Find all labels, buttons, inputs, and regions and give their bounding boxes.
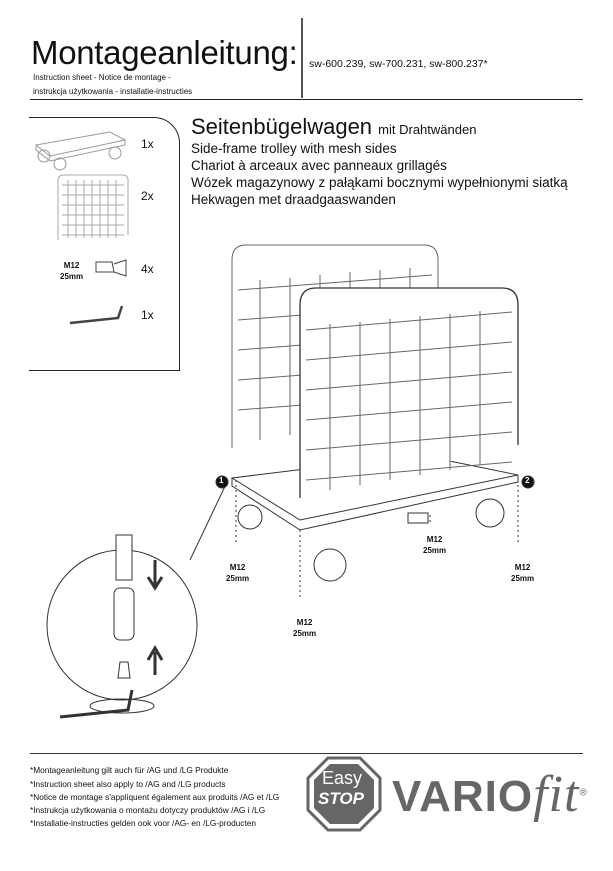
- easystop-logo-text: Easy: [322, 768, 363, 788]
- qty-screw: 4x: [141, 262, 154, 276]
- footnote-pl: *Instrukcja użytkowania o montażu dotycz…: [30, 805, 266, 815]
- title-en: Side-frame trolley with mesh sides: [191, 141, 397, 156]
- qty-mesh: 2x: [141, 189, 154, 203]
- allen-key-drawing: [69, 305, 124, 325]
- guide-lines: [235, 480, 519, 600]
- model-numbers: sw-600.239, sw-700.231, sw-800.237*: [309, 58, 488, 70]
- subtitle-line-2: instrukcja użytkowania - installatie-ins…: [33, 87, 193, 96]
- footnote-de: *Montageanleitung gilt auch für /AG und …: [30, 765, 229, 775]
- title-nl: Hekwagen met draadgaaswanden: [191, 192, 396, 207]
- divider: [30, 753, 583, 755]
- assembly-diagram: [46, 244, 535, 719]
- subtitle-line-1: Instruction sheet - Notice de montage -: [33, 73, 171, 82]
- trolley-base-drawing: [34, 131, 127, 171]
- qty-key: 1x: [141, 308, 154, 322]
- step-1-label: 1: [219, 476, 224, 485]
- variofit-logo: VARIOfit®: [392, 766, 588, 823]
- screw-drawing: [95, 259, 127, 277]
- parts-list: [29, 117, 180, 371]
- parts-drawings: [34, 131, 129, 325]
- front-mesh: [299, 287, 519, 498]
- qty-base: 1x: [141, 137, 154, 151]
- footnote-nl: *Installatie-instructies gelden ook voor…: [30, 818, 256, 828]
- product-translations: Side-frame trolley with mesh sides Chari…: [191, 140, 568, 208]
- page-title: Montageanleitung:: [31, 34, 298, 71]
- step-2-marker: [521, 475, 535, 489]
- divider: [301, 18, 303, 98]
- casters: [237, 498, 505, 582]
- footnote-en: *Instruction sheet also apply to /AG and…: [30, 779, 226, 789]
- easystop-logo: [306, 756, 382, 832]
- step-1-marker: [215, 475, 229, 489]
- footnote-fr: *Notice de montage s'appliquent égalemen…: [30, 792, 280, 802]
- easystop-logo-text: STOP: [318, 789, 364, 808]
- title-pl: Wózek magazynowy z pałąkami bocznymi wyp…: [191, 175, 568, 190]
- product-title: Seitenbügelwagen mit Drahtwänden: [191, 114, 477, 139]
- title-fr: Chariot à arceaux avec panneaux grillagé…: [191, 158, 447, 173]
- detail-callout: [46, 479, 229, 719]
- mesh-side-drawing: [57, 174, 129, 240]
- divider: [30, 99, 583, 101]
- step-2-label: 2: [525, 476, 530, 485]
